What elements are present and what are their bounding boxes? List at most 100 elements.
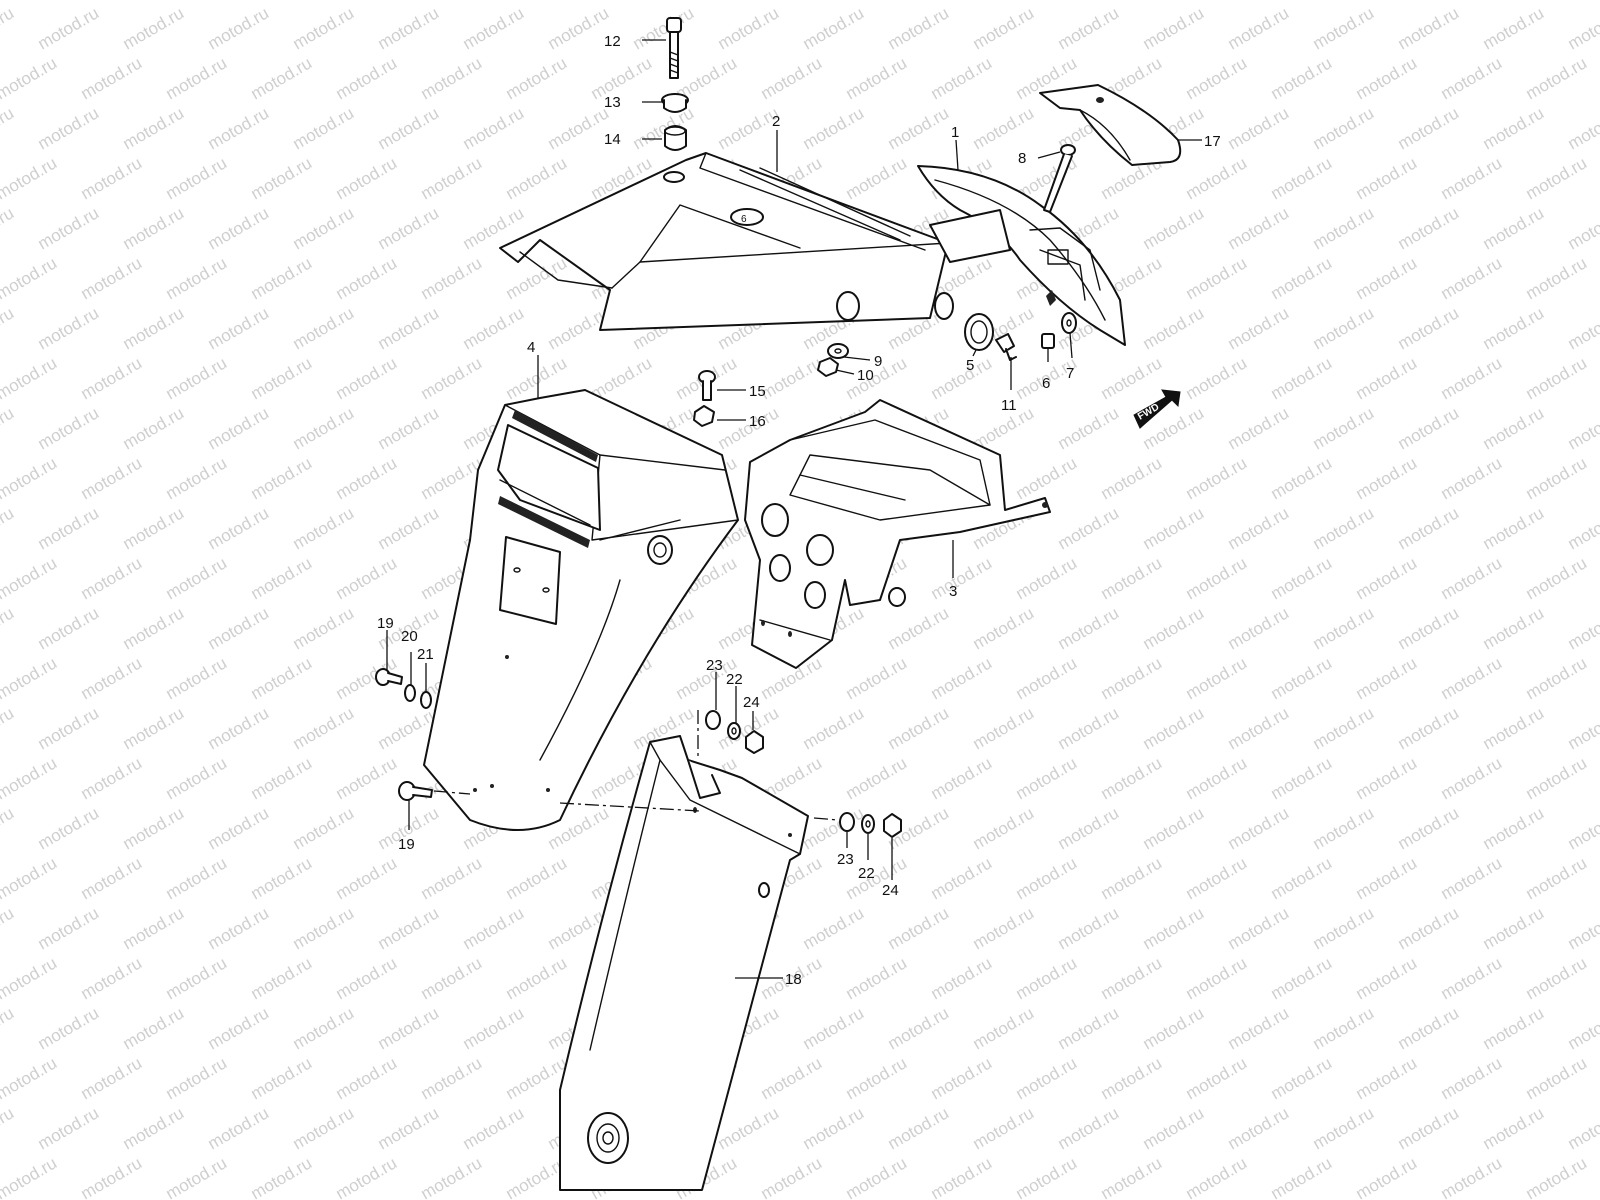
part-22-nut-lower[interactable] [861, 814, 875, 834]
part-14-grommet[interactable] [664, 125, 687, 151]
watermark-text: motod.ru [1395, 903, 1463, 953]
watermark-text: motod.ru [163, 553, 231, 603]
watermark-text: motod.ru [290, 703, 358, 753]
watermark-text: motod.ru [78, 1053, 146, 1103]
part-12-bolt[interactable] [666, 17, 682, 79]
watermark-text: motod.ru [0, 103, 17, 153]
part-16-nut[interactable] [693, 405, 715, 427]
watermark-text: motod.ru [1140, 203, 1208, 253]
watermark-text: motod.ru [375, 303, 443, 353]
watermark-text: motod.ru [333, 153, 401, 203]
callout-label: 23 [706, 657, 723, 674]
part-22-nut-upper[interactable] [727, 722, 741, 740]
watermark-text: motod.ru [1268, 1053, 1336, 1103]
watermark-text: motod.ru [333, 0, 401, 3]
watermark-text: motod.ru [1523, 0, 1591, 3]
watermark-text: motod.ru [1438, 753, 1506, 803]
watermark-text: motod.ru [1310, 103, 1378, 153]
watermark-text: motod.ru [1140, 3, 1208, 53]
part-10-nut[interactable] [817, 357, 839, 377]
watermark-text: motod.ru [885, 603, 953, 653]
watermark-text: motod.ru [1268, 753, 1336, 803]
watermark-text: motod.ru [0, 1053, 60, 1103]
part-9-washer[interactable] [827, 343, 849, 359]
part-7-washer[interactable] [1061, 312, 1077, 334]
part-1-rear-fender-inner[interactable] [917, 165, 1126, 346]
part-23-washer-upper[interactable] [705, 710, 721, 730]
watermark-text: motod.ru [800, 3, 868, 53]
watermark-text: motod.ru [1140, 1003, 1208, 1053]
watermark-text: motod.ru [333, 453, 401, 503]
watermark-text: motod.ru [1438, 1053, 1506, 1103]
part-8-screw[interactable] [1043, 144, 1076, 213]
watermark-text: motod.ru [1013, 853, 1081, 903]
watermark-text: motod.ru [1055, 1003, 1123, 1053]
part-19-screw-lower[interactable] [398, 781, 433, 801]
callout-label: 17 [1204, 133, 1221, 150]
part-18-mud-flap[interactable] [559, 735, 809, 1191]
watermark-text: motod.ru [290, 503, 358, 553]
part-21-washer[interactable] [420, 691, 432, 709]
callout-label: 8 [1018, 150, 1026, 167]
watermark-text: motod.ru [928, 1153, 996, 1200]
part-3-license-bracket[interactable] [744, 399, 1051, 669]
watermark-text: motod.ru [1225, 103, 1293, 153]
watermark-text: motod.ru [843, 1053, 911, 1103]
watermark-text: motod.ru [35, 103, 103, 153]
watermark-text: motod.ru [843, 0, 911, 3]
watermark-text: motod.ru [1268, 353, 1336, 403]
part-13-collar[interactable] [661, 93, 689, 113]
part-5-grommet[interactable] [964, 313, 994, 351]
part-4-rear-fender[interactable] [423, 389, 739, 831]
watermark-text: motod.ru [1523, 553, 1591, 603]
part-19-screw-upper[interactable] [375, 668, 403, 686]
watermark-text: motod.ru [1353, 153, 1421, 203]
watermark-text: motod.ru [1353, 953, 1421, 1003]
watermark-text: motod.ru [163, 253, 231, 303]
watermark-text: motod.ru [0, 53, 60, 103]
watermark-text: motod.ru [0, 253, 60, 303]
watermark-text: motod.ru [1480, 1003, 1548, 1053]
part-24-nut-lower[interactable] [883, 813, 902, 838]
watermark-text: motod.ru [163, 353, 231, 403]
part-6-bolt[interactable] [1041, 333, 1055, 349]
watermark-text: motod.ru [1013, 1053, 1081, 1103]
watermark-text: motod.ru [290, 203, 358, 253]
watermark-text: motod.ru [928, 653, 996, 703]
watermark-text: motod.ru [1353, 353, 1421, 403]
watermark-text: motod.ru [120, 1103, 188, 1153]
part-11-bolt[interactable] [995, 333, 1017, 361]
watermark-text: motod.ru [0, 503, 17, 553]
watermark-text: motod.ru [0, 653, 60, 703]
watermark-text: motod.ru [1310, 703, 1378, 753]
watermark-text: motod.ru [1565, 303, 1600, 353]
part-17-reflector[interactable] [1039, 84, 1182, 166]
watermark-text: motod.ru [503, 953, 571, 1003]
watermark-text: motod.ru [333, 353, 401, 403]
callout-label: 13 [604, 94, 621, 111]
watermark-text: motod.ru [800, 103, 868, 153]
watermark-text: motod.ru [120, 903, 188, 953]
part-24-nut-upper[interactable] [745, 730, 764, 754]
watermark-text: motod.ru [1098, 953, 1166, 1003]
watermark-text: motod.ru [1268, 953, 1336, 1003]
watermark-text: motod.ru [1565, 1103, 1600, 1153]
watermark-text: motod.ru [1225, 303, 1293, 353]
callout-label: 4 [527, 339, 535, 356]
part-23-washer-lower[interactable] [839, 812, 855, 832]
part-15-screw[interactable] [698, 370, 716, 401]
part-2-tail-cover[interactable]: 6 [499, 152, 954, 331]
watermark-text: motod.ru [545, 103, 613, 153]
part-20-washer[interactable] [404, 684, 416, 702]
watermark-text: motod.ru [248, 453, 316, 503]
watermark-text: motod.ru [248, 153, 316, 203]
watermark-text: motod.ru [970, 1103, 1038, 1153]
callout-label: 1 [951, 124, 959, 141]
watermark-text: motod.ru [290, 903, 358, 953]
watermark-text: motod.ru [885, 703, 953, 753]
watermark-text: motod.ru [1353, 653, 1421, 703]
watermark-text: motod.ru [78, 53, 146, 103]
watermark-text: motod.ru [35, 603, 103, 653]
watermark-text: motod.ru [1395, 103, 1463, 153]
watermark-text: motod.ru [1268, 653, 1336, 703]
